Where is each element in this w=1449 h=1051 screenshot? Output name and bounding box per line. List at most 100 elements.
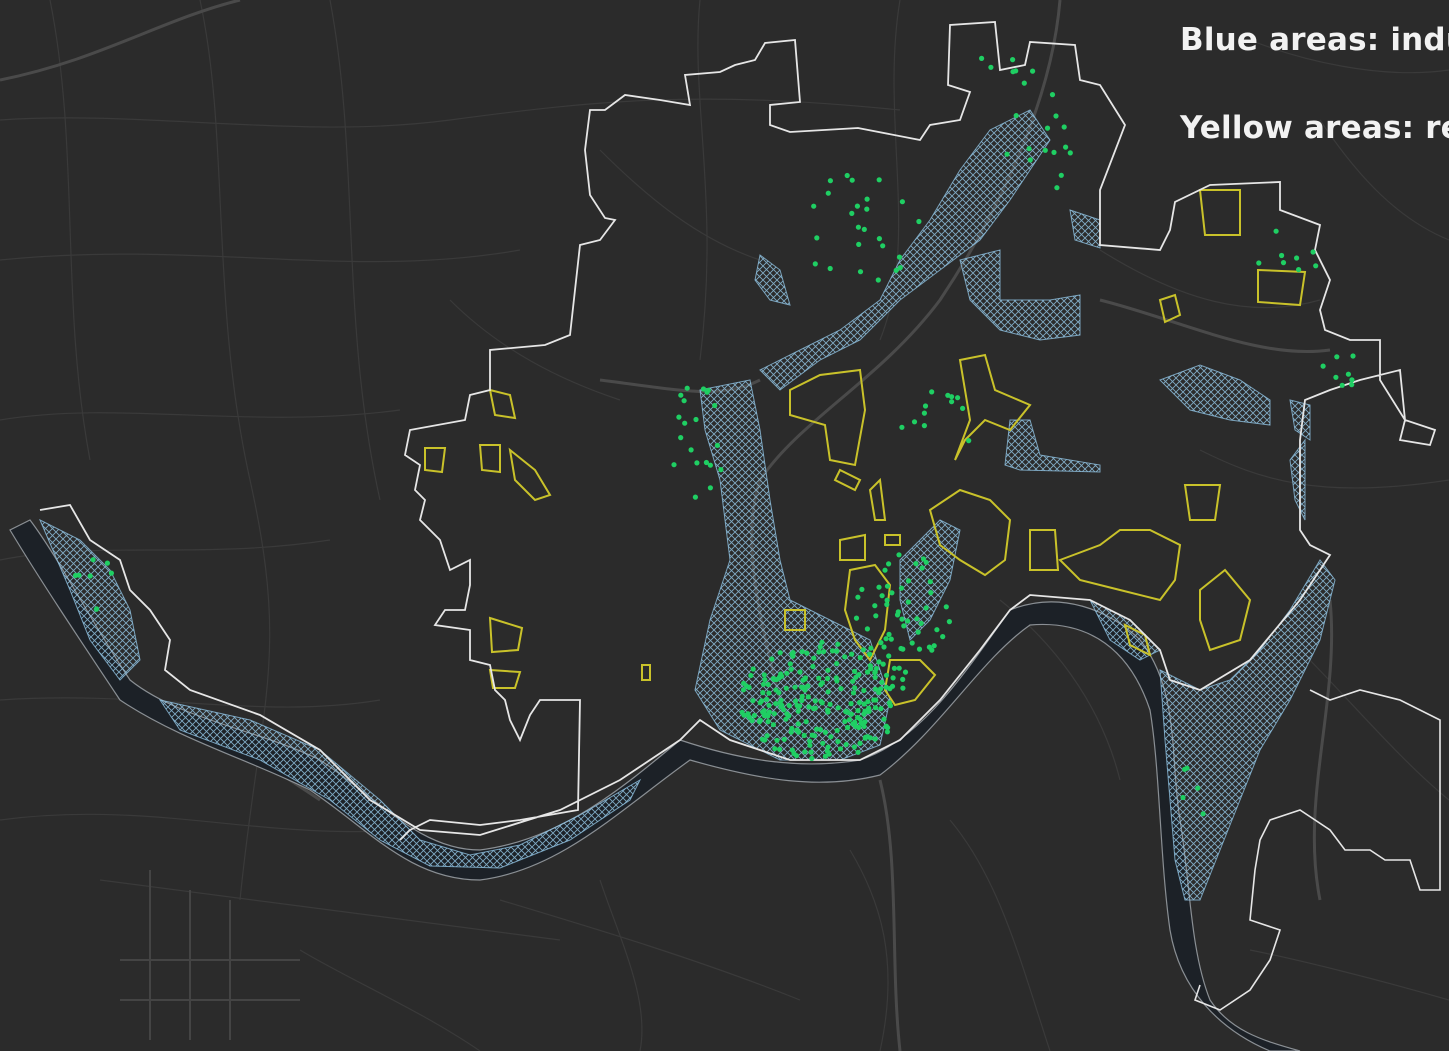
business-point [809,755,815,762]
business-point [931,643,937,649]
business-point [849,210,855,216]
business-point [884,601,890,608]
business-point [772,746,778,752]
business-point [855,708,861,714]
business-point [761,708,767,714]
business-point [979,55,985,62]
business-point [887,703,894,709]
business-point [825,689,831,695]
business-point [778,704,784,710]
business-point [778,671,784,677]
business-point [884,729,891,735]
business-point [1279,252,1285,259]
business-point [825,190,831,196]
business-point [789,651,795,657]
business-point [1058,172,1064,178]
business-point [872,736,878,742]
business-point [781,736,787,743]
business-point [955,395,961,401]
business-point [857,655,863,661]
business-point [783,716,789,722]
business-point [773,701,779,707]
business-point [855,224,862,230]
business-point [799,649,805,655]
business-point [890,675,896,681]
business-point [921,410,928,416]
business-point [805,694,811,700]
business-point [821,649,827,655]
business-point [895,609,901,615]
business-point [873,665,880,672]
business-point [745,711,751,717]
business-point [897,265,903,271]
business-point [872,674,878,680]
business-point [703,459,710,466]
business-point [1280,260,1287,266]
business-point [862,719,868,725]
business-point [764,733,770,739]
business-point [819,639,825,645]
business-point [799,684,805,690]
business-point [764,696,770,703]
business-point [888,636,894,642]
business-point [765,719,771,725]
business-point [949,399,955,405]
business-point [882,567,888,573]
business-point [1345,371,1351,377]
business-point [802,675,809,681]
business-point [795,703,801,710]
business-point [850,678,856,684]
business-point [872,603,878,609]
business-point [916,218,922,225]
business-point [714,442,721,448]
business-point [915,629,921,635]
business-point [843,708,850,714]
business-point [774,737,780,743]
business-point [879,679,885,685]
business-point [876,584,882,590]
business-point [824,748,831,754]
business-point [880,661,886,667]
business-point [766,690,772,696]
business-point [795,721,801,727]
business-point [881,716,887,722]
business-point [765,681,771,688]
business-point [899,424,905,430]
business-point [896,254,903,260]
business-point [900,685,906,691]
business-point [900,676,906,683]
business-point [792,684,798,690]
business-point [707,462,714,468]
business-point [893,267,899,273]
business-point [905,618,911,624]
city-boundary [39,21,1437,841]
business-point [876,236,883,242]
business-point [777,746,783,752]
business-point [671,462,677,468]
business-point [1061,124,1067,130]
business-point [852,719,858,726]
business-point [837,746,844,752]
business-point [805,683,811,689]
business-point [966,438,972,444]
business-point [850,690,857,696]
business-point [856,241,862,247]
business-point [787,661,793,667]
business-point [889,590,895,596]
business-point [949,394,955,400]
business-point [771,711,778,717]
business-point [883,672,890,678]
business-point [916,646,923,652]
business-point [1044,125,1051,131]
business-point [1349,382,1355,388]
business-point [883,636,889,642]
business-point [876,659,882,665]
business-point [855,749,861,755]
business-point [693,416,699,423]
business-point [822,753,829,759]
business-point [923,559,929,565]
business-point [806,704,812,710]
